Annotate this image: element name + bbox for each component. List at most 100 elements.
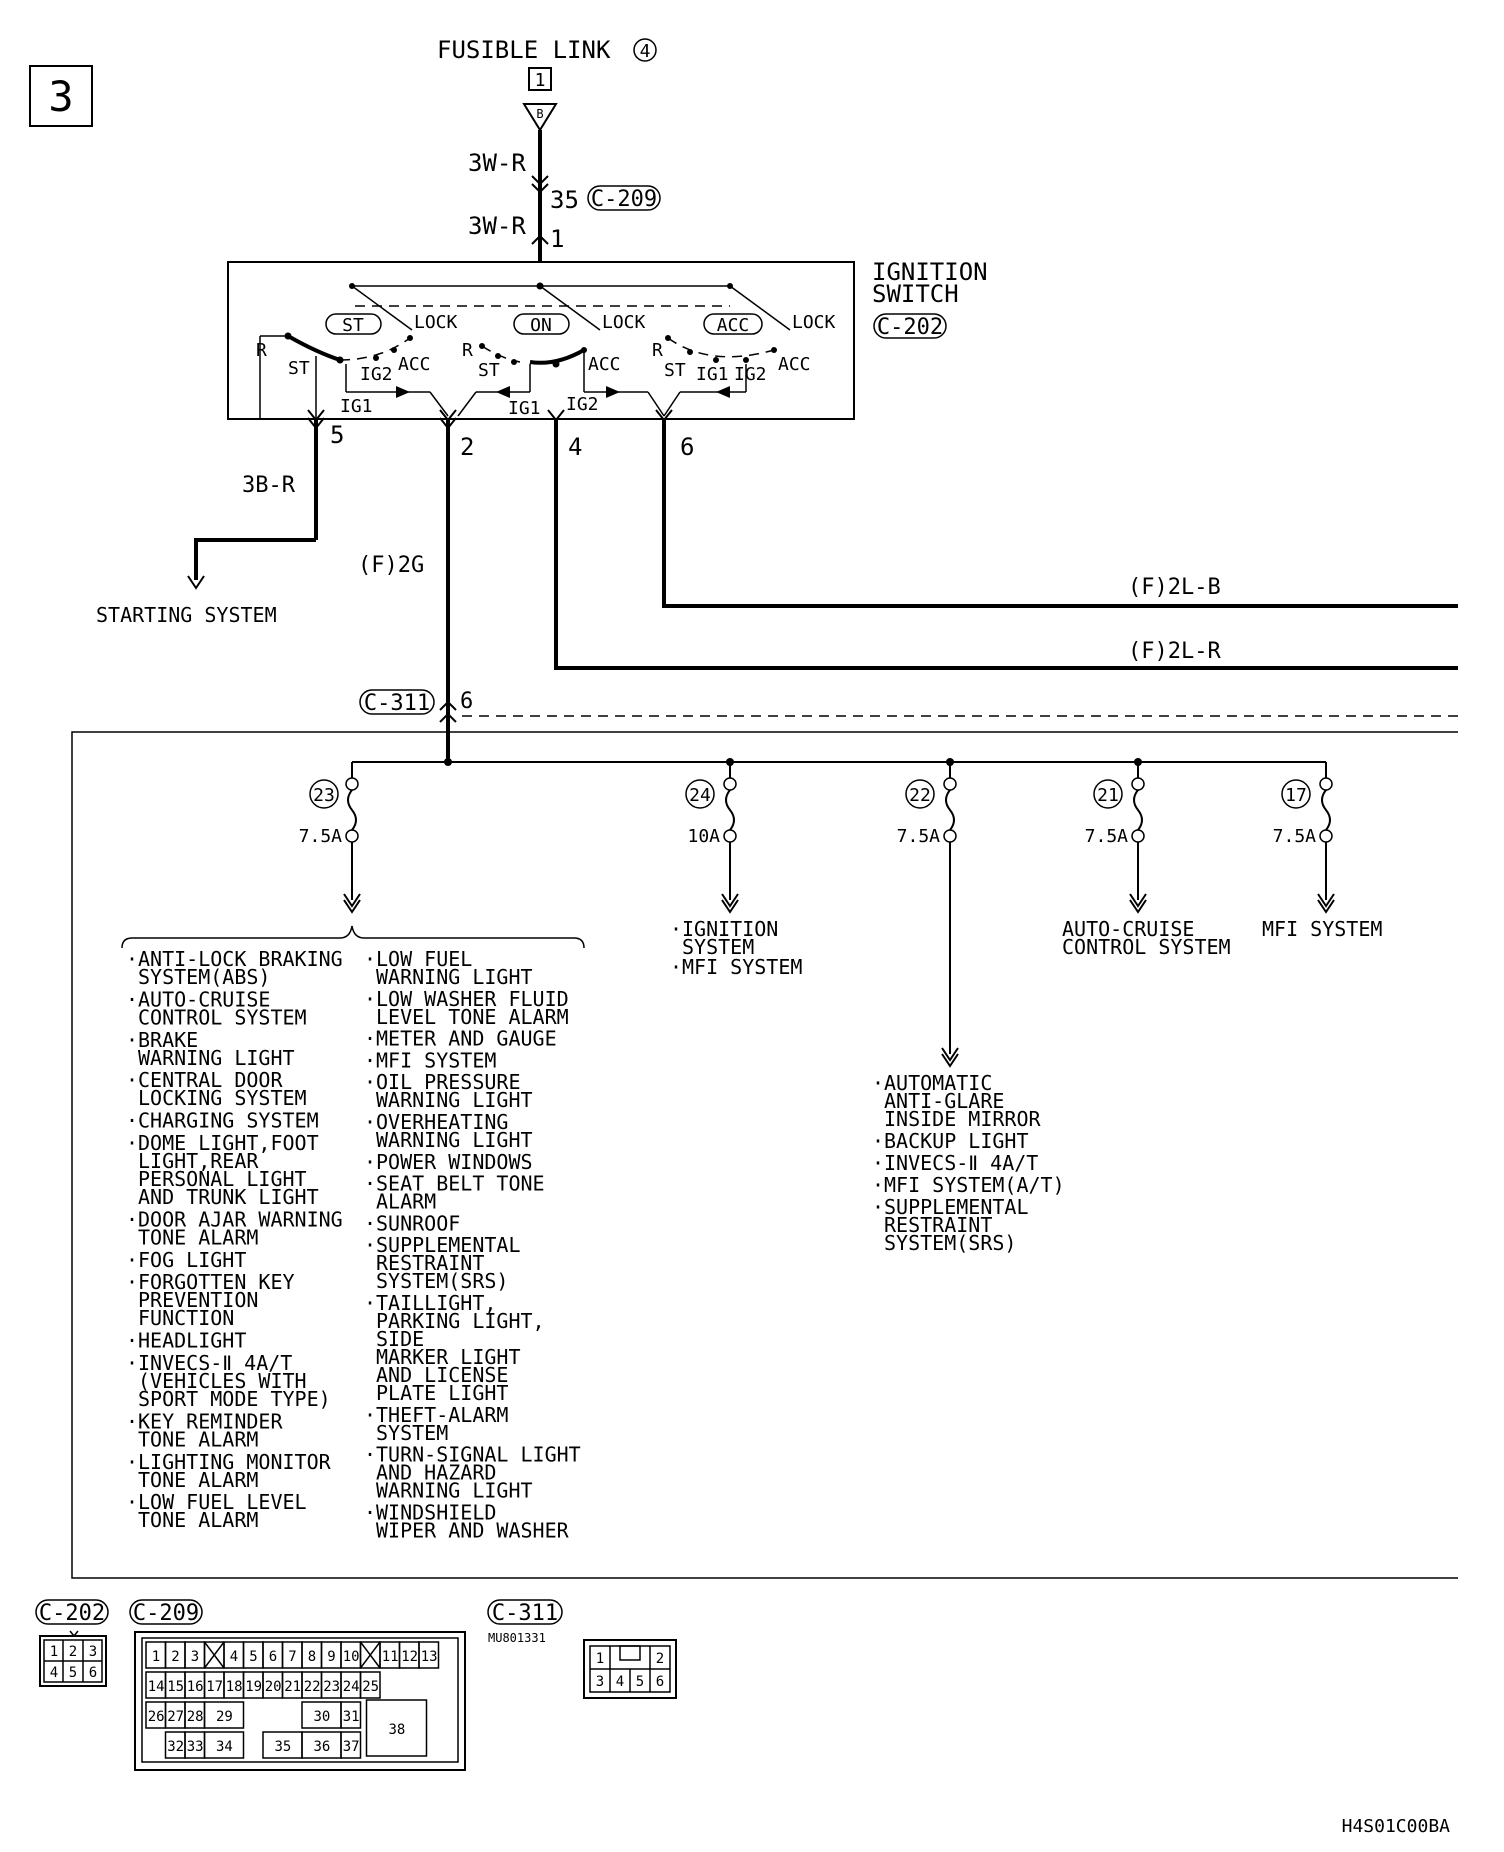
fusible-link-source: FUSIBLE LINK 4 1 B [437, 36, 657, 132]
list-bullet: · [126, 947, 138, 971]
c209-pin: 7 [288, 1649, 296, 1665]
c311-view-label: C-311 [492, 1601, 558, 1626]
arrow-down-icon [343, 893, 361, 914]
position-st: ST [342, 315, 364, 336]
load-item: CHARGING SYSTEM [138, 1109, 319, 1133]
terminal-ig1-b: IG1 [508, 398, 541, 419]
list-bullet: · [126, 1490, 138, 1514]
c311-pin-6: 6 [656, 1674, 664, 1690]
load-item: OVERHEATING [376, 1110, 508, 1134]
fuse-23: 23 7.5A [121, 762, 585, 949]
lock-label-2: LOCK [602, 312, 646, 333]
list-bullet: · [872, 1195, 884, 1219]
load-item: TONE ALARM [138, 1508, 258, 1532]
list-bullet: · [872, 1129, 884, 1153]
terminal-r-3: R [652, 340, 663, 361]
load-item: WARNING LIGHT [376, 1088, 533, 1112]
f2lr-circuit: 4 (F)2L-R [547, 409, 1458, 670]
terminal-acc-3: ACC [778, 354, 811, 375]
c209-pin: 27 [167, 1709, 184, 1725]
load-item: SYSTEM(SRS) [376, 1269, 508, 1293]
list-bullet: · [364, 1172, 376, 1196]
wire-3b-r: 3B-R [242, 473, 296, 498]
fuse-rating-22: 7.5A [897, 826, 941, 847]
list-bullet: · [364, 1233, 376, 1257]
c209-pin: 28 [187, 1709, 204, 1725]
lock-label-1: LOCK [414, 312, 458, 333]
load-item: WINDSHIELD [376, 1500, 496, 1524]
load-item: PERSONAL LIGHT [138, 1167, 307, 1191]
terminal-st-1: ST [288, 358, 310, 379]
terminal-ig2-1: IG2 [360, 364, 393, 385]
c209-pin: 8 [308, 1649, 316, 1665]
connector-c202-view: C-202 1 2 3 4 5 6 [35, 1599, 109, 1687]
load-item: SIDE [376, 1327, 424, 1351]
c202-view-label: C-202 [39, 1601, 105, 1626]
load-item: DOME LIGHT,FOOT [138, 1131, 319, 1155]
connector-cavity [365, 1699, 428, 1757]
c311-pin-6: 6 [460, 689, 473, 714]
load-item: MFI SYSTEM [682, 955, 802, 979]
fuse21-load-line-1: AUTO-CRUISE [1062, 917, 1194, 941]
c202-pin-3: 3 [89, 1644, 97, 1660]
c202-pin-4: 4 [50, 1665, 58, 1681]
list-bullet: · [872, 1151, 884, 1175]
fusible-link-terminal: 1 [535, 70, 546, 91]
starting-circuit: 5 3B-R STARTING SYSTEM [96, 409, 344, 627]
load-item: FOG LIGHT [138, 1248, 246, 1272]
c209-pin: 33 [187, 1739, 204, 1755]
list-bullet: · [126, 1207, 138, 1231]
load-item: SUPPLEMENTAL [376, 1233, 521, 1257]
c209-pin: 13 [421, 1649, 438, 1665]
f2g-circuit: 2 (F)2G C-311 6 [358, 409, 474, 728]
load-item: WARNING LIGHT [376, 1479, 533, 1503]
list-bullet: · [126, 1028, 138, 1052]
c209-pin: 26 [148, 1709, 165, 1725]
terminal-st-2: ST [478, 360, 500, 381]
fuse-number-21: 21 [1097, 785, 1119, 806]
wire-f2g: (F)2G [358, 553, 424, 578]
load-item: AUTO-CRUISE [138, 987, 270, 1011]
c209-pin: 31 [343, 1709, 360, 1725]
list-bullet: · [670, 917, 682, 941]
load-item: DOOR AJAR WARNING [138, 1207, 343, 1231]
fuse-rating-17: 7.5A [1273, 826, 1317, 847]
main-feed-wire: 3W-R 3W-R 35 C-209 1 [468, 130, 661, 262]
c209-pin: 34 [216, 1739, 233, 1755]
c209-pin: 38 [389, 1722, 406, 1738]
connector-cavity [203, 1701, 245, 1729]
terminal-ig1-a: IG1 [340, 396, 373, 417]
load-item: LOW WASHER FLUID [376, 987, 569, 1011]
arrow-down-icon [721, 893, 739, 914]
load-item: WARNING LIGHT [138, 1046, 295, 1070]
list-bullet: · [126, 1270, 138, 1294]
load-item: SYSTEM [682, 935, 754, 959]
load-item: MFI SYSTEM(A/T) [884, 1173, 1065, 1197]
fuse-number-24: 24 [689, 785, 711, 806]
f2lb-circuit: 6 (F)2L-B [655, 409, 1458, 608]
list-bullet: · [126, 1450, 138, 1474]
switch-pin-5: 5 [330, 421, 344, 449]
fuse-rating-23: 7.5A [299, 826, 343, 847]
list-bullet: · [126, 987, 138, 1011]
position-acc: ACC [717, 315, 750, 336]
c209-pin: 29 [216, 1709, 233, 1725]
connector-cavity [340, 1701, 362, 1729]
fuse-rating-21: 7.5A [1085, 826, 1129, 847]
load-item: LIGHTING MONITOR [138, 1450, 332, 1474]
wire-f2l-b: (F)2L-B [1128, 575, 1221, 600]
c202-pin-5: 5 [69, 1665, 77, 1681]
connector-cavity [418, 1641, 440, 1669]
c209-pin: 15 [167, 1679, 184, 1695]
load-item: POWER WINDOWS [376, 1150, 533, 1174]
load-item: WARNING LIGHT [376, 1128, 533, 1152]
c209-pin: 18 [226, 1679, 243, 1695]
load-item: BRAKE [138, 1028, 198, 1052]
load-item: OIL PRESSURE [376, 1070, 521, 1094]
list-bullet: · [872, 1071, 884, 1095]
